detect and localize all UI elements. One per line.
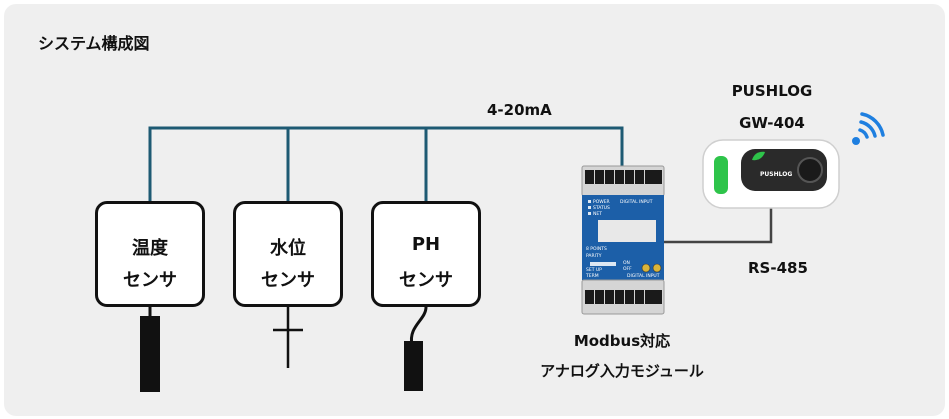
diagram-title: システム構成図 xyxy=(38,34,150,53)
gateway-model: GW-404 xyxy=(739,114,805,132)
rs485-cable xyxy=(663,206,773,244)
sensor-box-ph: PH センサ xyxy=(371,201,481,307)
wifi-icon xyxy=(852,112,885,145)
device-brand-text: PUSHLOG xyxy=(760,171,792,178)
svg-text:POWER: POWER xyxy=(593,199,610,205)
water-level-probe-icon xyxy=(273,307,303,368)
signal-label: 4-20mA xyxy=(487,101,552,119)
svg-text:ON: ON xyxy=(623,260,630,266)
module-label-line2: アナログ入力モジュール xyxy=(540,362,704,380)
rs485-label: RS-485 xyxy=(748,259,808,277)
sensor-label-line1: 水位 xyxy=(270,238,306,259)
signal-bus-line xyxy=(148,126,624,203)
svg-text:TERM: TERM xyxy=(585,273,599,279)
ph-probe-icon xyxy=(404,306,428,391)
sensor-label-line2: センサ xyxy=(261,270,315,291)
svg-text:PARITY: PARITY xyxy=(586,253,602,259)
module-bottom-terminals xyxy=(585,290,662,304)
svg-text:NET: NET xyxy=(593,211,602,217)
svg-text:8 POINTS: 8 POINTS xyxy=(586,246,607,252)
sensor-box-water-level: 水位 センサ xyxy=(233,201,343,307)
svg-text:DIGITAL INPUT: DIGITAL INPUT xyxy=(620,199,653,205)
svg-text:STATUS: STATUS xyxy=(593,205,610,211)
module-label-line1: Modbus対応 xyxy=(574,332,670,350)
analog-input-module-icon: POWER STATUS NET DIGITAL INPUT 8 POINTS … xyxy=(581,165,665,315)
svg-text:OFF: OFF xyxy=(623,266,632,272)
sensor-label-line1: 温度 xyxy=(132,238,168,259)
module-screen-text: POWER STATUS NET DIGITAL INPUT 8 POINTS … xyxy=(585,199,660,279)
sensor-label-line2: センサ xyxy=(399,270,453,291)
svg-text:SET UP: SET UP xyxy=(586,267,602,273)
sensor-label-line2: センサ xyxy=(123,270,177,291)
signal-bus xyxy=(148,126,624,203)
sensor-label-line1: PH xyxy=(411,234,441,255)
sensor-box-temperature: 温度 センサ xyxy=(95,201,205,307)
pushlog-gateway-icon: PUSHLOG xyxy=(702,139,840,209)
temperature-probe-icon xyxy=(140,307,160,392)
svg-text:DIGITAL INPUT: DIGITAL INPUT xyxy=(627,273,660,279)
gateway-name: PUSHLOG xyxy=(732,82,813,100)
module-top-terminals xyxy=(585,170,662,184)
